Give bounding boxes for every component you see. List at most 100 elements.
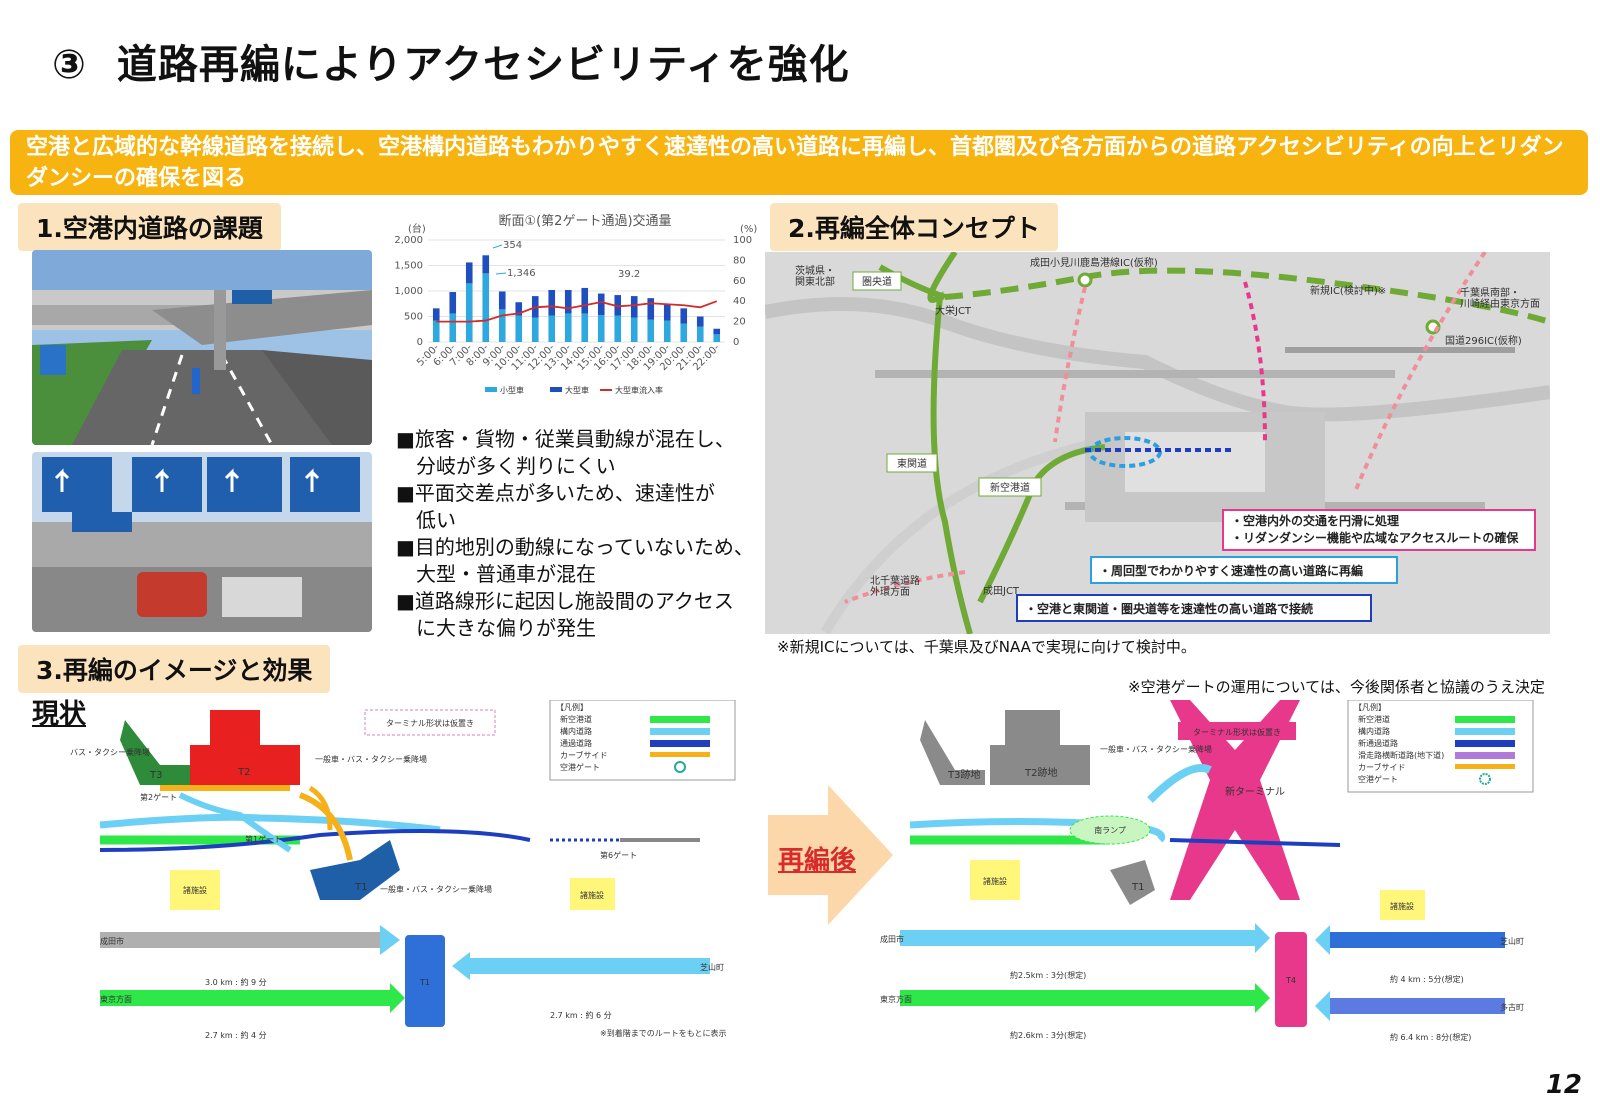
summary-banner: 空港と広域的な幹線道路を接続し、空港構内道路もわかりやすく速達性の高い道路に再編… <box>10 130 1588 195</box>
route-dist: 3.0 km : 約 9 分 <box>205 977 267 987</box>
section3-heading: 3.再編のイメージと効果 <box>18 645 331 693</box>
chart-bar-large <box>614 295 622 316</box>
bus-note: バス・タクシー乗降場 <box>70 747 150 757</box>
chart-ytick-left: 1,500 <box>394 261 423 272</box>
route-dist: 約2.5km : 3分(想定) <box>1010 970 1086 980</box>
chart-annotation-leader <box>492 244 503 249</box>
chart-bar-large <box>713 328 721 335</box>
route-dest: T1 <box>419 978 430 987</box>
chart-bar-small <box>614 315 622 342</box>
new-terminal-label: 新ターミナル <box>1225 785 1285 798</box>
gate6-label: 第6ゲート <box>600 850 637 860</box>
chart-bar-small <box>432 320 440 342</box>
road-photo-2 <box>32 452 372 632</box>
chart-legend-swatch <box>550 387 562 392</box>
chart-ytick-right: 0 <box>733 337 739 348</box>
chart-ytick-right: 60 <box>733 276 746 287</box>
issue-line: 低い <box>396 508 456 532</box>
south-ramp-label: 南ランプ <box>1094 825 1126 835</box>
section3-heading-text: 3.再編のイメージと効果 <box>36 656 313 685</box>
legend-item: 空港ゲート <box>560 762 600 772</box>
t3-label: T3 <box>149 770 162 781</box>
chart-bar-large <box>482 255 490 274</box>
road-photo-1 <box>32 250 372 445</box>
chart-bar-small <box>515 315 523 342</box>
facility-after: 諸施設 <box>983 876 1007 886</box>
chart-bar-small <box>449 313 457 342</box>
route-dest: T4 <box>1285 976 1296 985</box>
map-footnote: ※新規ICについては、千葉県及びNAAで実現に向けて検討中。 <box>777 638 1196 656</box>
facility-after-2: 諸施設 <box>1390 901 1414 911</box>
label-ibaraki: 茨城県・関東北部 <box>795 264 835 288</box>
terminal-note-after: ターミナル形状は仮置き <box>1193 727 1281 737</box>
t2-after-label: T2跡地 <box>1024 766 1057 779</box>
chart-annotation: 354 <box>503 240 522 251</box>
legend-title: 【凡例】 <box>556 702 588 712</box>
legend-item: 通過道路 <box>560 738 592 748</box>
label-chiba-south: 千葉県南部・川崎経由東京方面 <box>1460 286 1540 310</box>
legend-item: 構内道路 <box>1358 726 1390 736</box>
kerb-note-2: 一般車・バス・タクシー乗降場 <box>380 884 492 894</box>
route-dest-town: 多古町 <box>1500 1002 1524 1012</box>
chart-legend-label: 大型車 <box>565 385 589 395</box>
traffic-chart-svg: 断面①(第2ゲート通過)交通量 (台) (%) 2,0001,5001,0005… <box>394 213 757 395</box>
label-route296: 国道296IC(仮称) <box>1445 334 1522 347</box>
label-narita-ic: 成田小見川鹿島港線IC(仮称) <box>1030 256 1158 269</box>
chart-bar-small <box>548 315 556 342</box>
chart-bar-large <box>564 289 572 314</box>
title-text: 道路再編によりアクセシビリティを強化 <box>116 42 850 88</box>
chart-bar-large <box>432 308 440 321</box>
issue-line: ■道路線形に起因し施設間のアクセス <box>396 589 734 613</box>
chart-legend-swatch <box>485 387 497 392</box>
t3-after-label: T3跡地 <box>947 768 980 781</box>
chart-left-unit: (台) <box>408 222 426 235</box>
chart-ytick-right: 20 <box>733 317 746 328</box>
label-narita-jct: 成田JCT <box>983 585 1020 597</box>
route-dist: 2.7 km : 約 6 分 <box>550 1010 612 1020</box>
legend-item: カーブサイド <box>560 750 608 760</box>
chart-ytick-left: 2,000 <box>394 235 423 246</box>
current-label: 現状 <box>32 699 86 730</box>
legend-item: 新空港道 <box>1358 714 1390 724</box>
chart-bar-small <box>663 320 671 342</box>
chart-bar-large <box>597 293 605 315</box>
chart-annotation: 1,346 <box>507 268 536 279</box>
chart-ytick-right: 80 <box>733 255 746 266</box>
chart-ytick-left: 500 <box>404 312 423 323</box>
chart-ytick-left: 0 <box>417 337 423 348</box>
chart-bar-small <box>482 273 490 342</box>
concept-map: 圏央道 大栄JCT 成田小見川鹿島港線IC(仮称) 新規IC(検討中)※ 千葉県… <box>763 250 1552 635</box>
label-ken-o: 圏央道 <box>862 275 892 288</box>
label-oei-jct: 大栄JCT <box>935 304 972 317</box>
callout-2: ・周回型でわかりやすく速達性の高い道路に再編 <box>1099 563 1363 578</box>
chart-bar-small <box>597 314 605 342</box>
gate-note: ※空港ゲートの運用については、今後関係者と協議のうえ決定 <box>1128 678 1545 696</box>
after-diagram: T3跡地 T2跡地 新ターミナル T1 南ランプ 諸施設 諸施設 ターミナル形状… <box>870 699 1560 1050</box>
label-kitachiba: 北千葉道路外環方面 <box>870 574 920 598</box>
chart-bar-large <box>581 287 589 314</box>
current-diagram: T2 T3 T1 諸施設 諸施設 ターミナル形状は仮置き 一般車・バス・タクシー… <box>60 699 760 1050</box>
chart-ytick-right: 40 <box>733 296 746 307</box>
chart-bar-large <box>696 316 704 327</box>
chart-bar-small <box>713 334 721 342</box>
chart-bar-small <box>531 317 539 342</box>
route-dist: 約 6.4 km : 8分(想定) <box>1390 1032 1471 1042</box>
route-origin: 成田市 <box>100 936 124 946</box>
section1-heading-text: 1.空港内道路の課題 <box>36 214 263 243</box>
chart-ytick-left: 1,000 <box>394 286 423 297</box>
after-arrow <box>768 785 893 925</box>
route-note: ※到着階までのルートをもとに表示 <box>600 1028 727 1038</box>
t1-after-label: T1 <box>1131 882 1144 893</box>
chart-bar-large <box>498 291 506 310</box>
chart-bar-large <box>515 302 523 316</box>
chart-bar-large <box>680 308 688 324</box>
issue-line: 大型・普通車が混在 <box>396 562 596 586</box>
gate1-label: 第1ゲート <box>245 834 282 844</box>
callout-3: ・空港と東関道・圏央道等を速達性の高い道路で接続 <box>1025 601 1313 616</box>
route-origin: 成田市 <box>880 934 904 944</box>
chart-bar-large <box>465 262 473 284</box>
issue-list: ■旅客・貨物・従業員動線が混在し、 分岐が多く判りにくい ■平面交差点が多いため… <box>396 426 754 642</box>
route-origin: 東京方面 <box>100 994 132 1004</box>
kerb-note-after: 一般車・バス・タクシー乗降場 <box>1100 744 1212 754</box>
chart-bar-small <box>465 283 473 342</box>
